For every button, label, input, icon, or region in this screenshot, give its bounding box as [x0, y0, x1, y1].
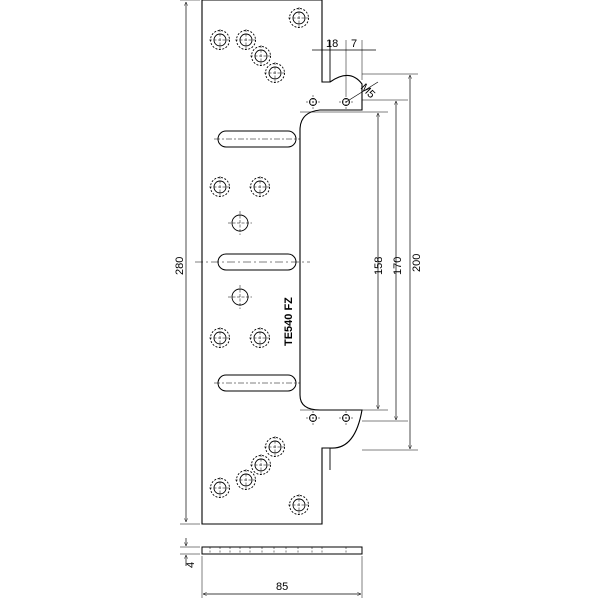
- dimension-280: 280: [174, 0, 200, 525]
- torx-holes: [208, 6, 311, 517]
- svg-text:200: 200: [411, 254, 423, 272]
- part-label: TE540 FZ: [283, 297, 295, 346]
- lower-notch: [321, 448, 331, 470]
- side-view: [201, 546, 363, 555]
- plain-holes: [227, 210, 253, 310]
- plate-outline: [201, 0, 363, 525]
- svg-text:7: 7: [351, 38, 357, 50]
- svg-text:85: 85: [276, 581, 288, 593]
- dimension-4: 4: [180, 538, 200, 568]
- dimension-18-7: 18 7: [312, 38, 376, 95]
- slots: [214, 130, 300, 392]
- svg-text:170: 170: [392, 257, 404, 275]
- dimension-200: 200: [362, 73, 423, 451]
- svg-text:280: 280: [174, 257, 186, 275]
- dimension-158: 158: [300, 111, 388, 411]
- dimension-85: 85: [201, 556, 363, 598]
- small-holes: [305, 94, 354, 426]
- dimension-170: 170: [362, 99, 408, 422]
- svg-text:158: 158: [373, 257, 385, 275]
- svg-text:4: 4: [185, 562, 197, 568]
- svg-text:18: 18: [326, 38, 338, 50]
